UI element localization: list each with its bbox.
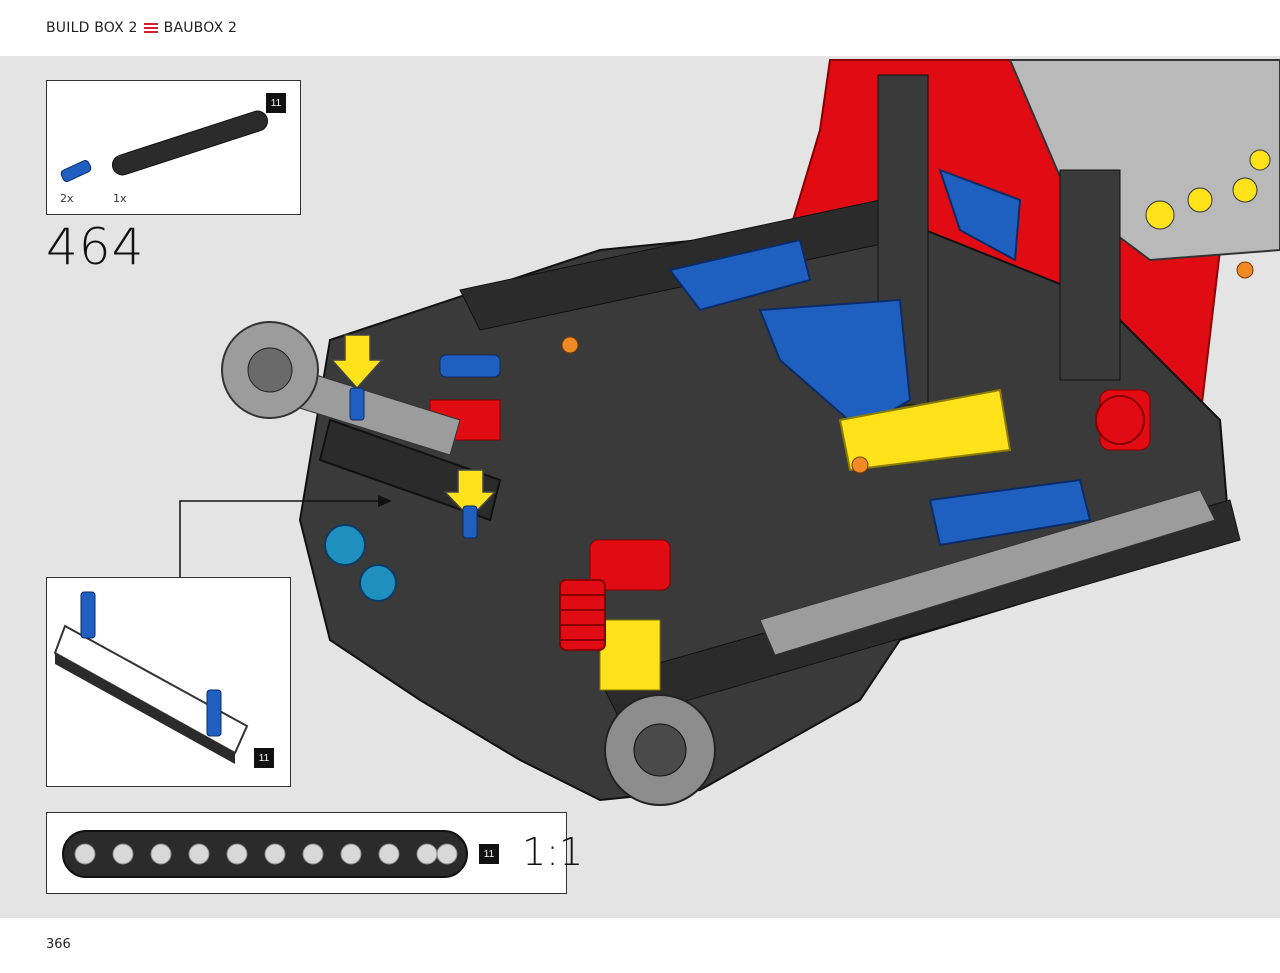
parts-drawing xyxy=(60,110,269,182)
scale-callout: 11 xyxy=(46,812,567,894)
quantity-blue-pin: 2x xyxy=(60,192,74,205)
subassembly-drawing xyxy=(53,591,249,764)
length-badge: 11 xyxy=(479,844,499,864)
page-header: BUILD BOX 2 BAUBOX 2 xyxy=(0,0,1280,56)
separator-icon xyxy=(143,23,158,33)
model-illustration xyxy=(179,59,1280,806)
blue-pin-icon xyxy=(60,160,92,182)
instruction-stage xyxy=(0,56,1280,918)
build-box-label-de: BAUBOX 2 xyxy=(163,20,238,36)
build-box-title: BUILD BOX 2 BAUBOX 2 xyxy=(46,20,237,36)
length-badge: 11 xyxy=(266,93,286,113)
blue-pin-icon xyxy=(80,591,96,639)
blue-pin-icon xyxy=(206,689,222,737)
subassembly-callout: 11 xyxy=(46,577,291,787)
quantity-beam: 1x xyxy=(113,192,127,205)
build-box-label-en: BUILD BOX 2 xyxy=(46,20,138,36)
scale-label: 1:1 xyxy=(522,830,584,874)
step-number: 464 xyxy=(46,218,145,276)
page-number: 366 xyxy=(46,937,71,952)
parts-callout: 11 2x 1x xyxy=(46,80,301,215)
length-badge: 11 xyxy=(254,748,274,768)
beam-11-icon xyxy=(111,110,269,176)
beam-scale-drawing xyxy=(62,830,468,878)
page-footer xyxy=(0,918,1280,973)
